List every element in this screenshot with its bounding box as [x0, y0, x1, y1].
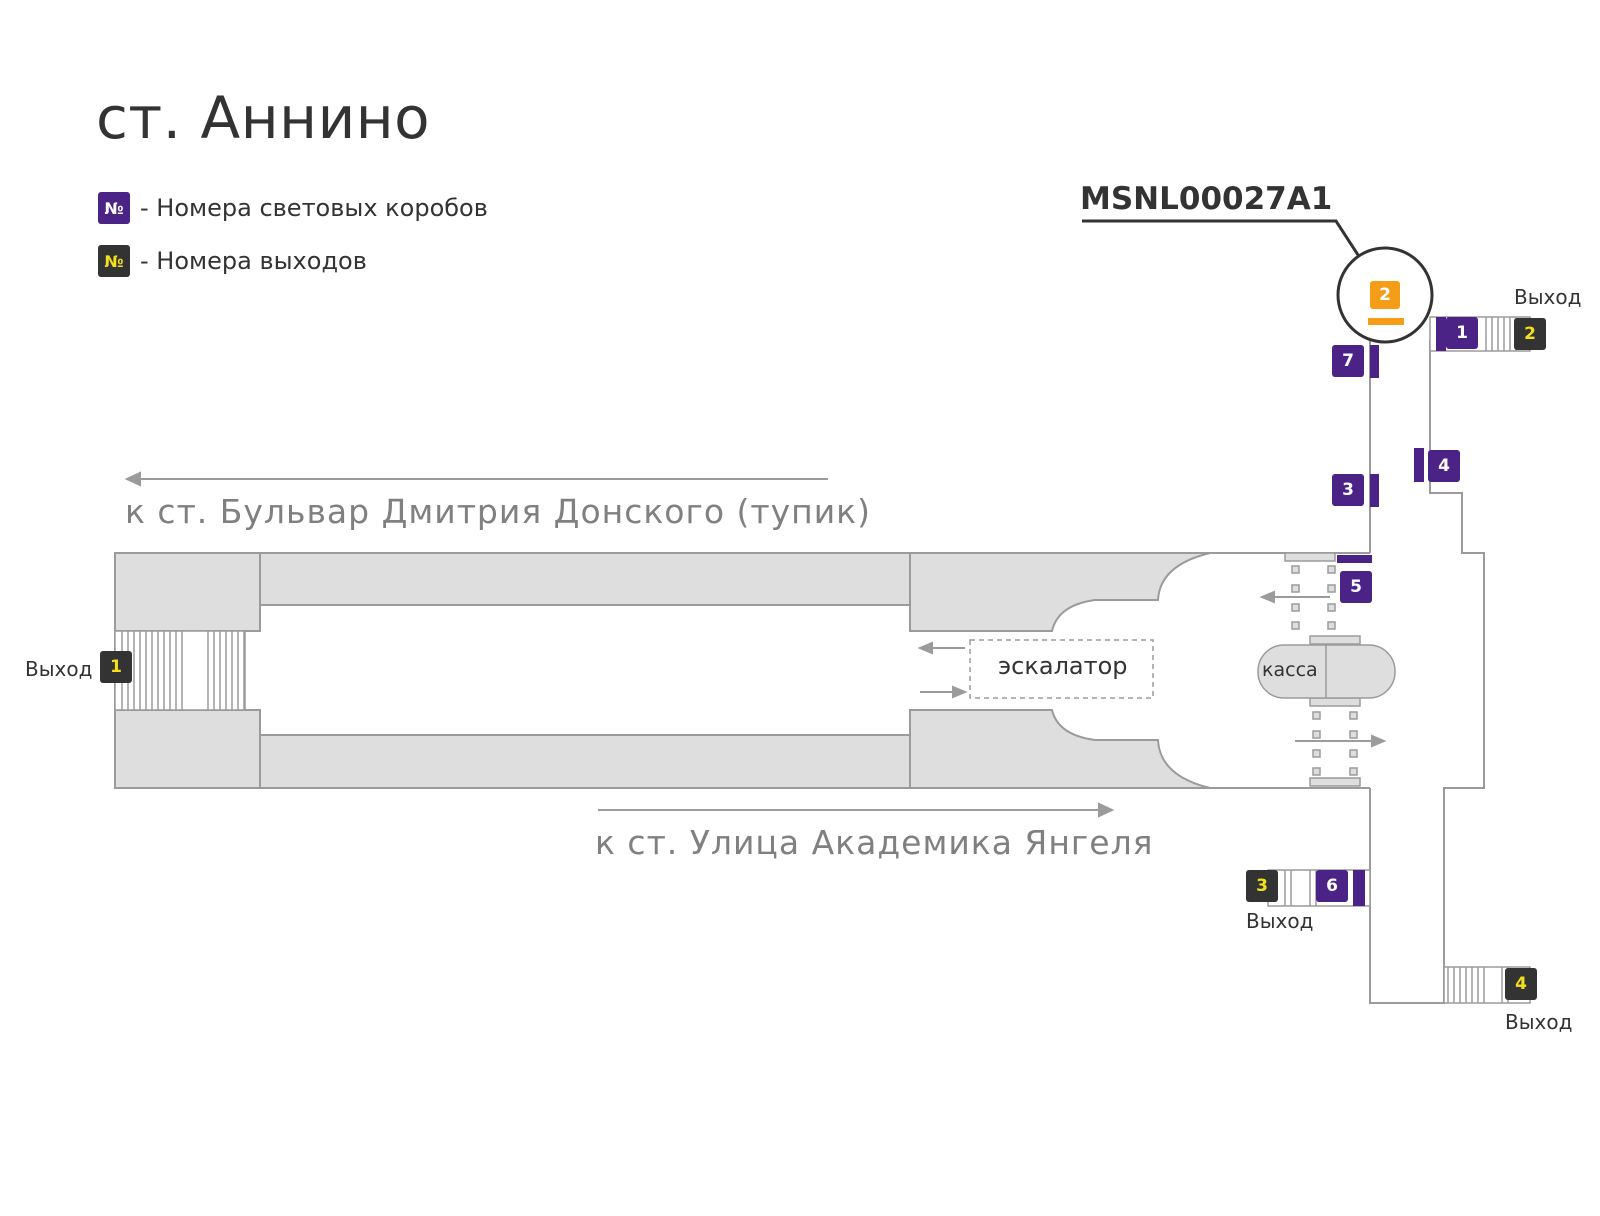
legend-exit: № - Номера выходов: [98, 245, 367, 277]
escalator-arrows: [917, 641, 968, 699]
lightbox-7[interactable]: 7: [1332, 345, 1364, 377]
legend-exit-label: - Номера выходов: [140, 247, 367, 275]
platform-strip-top: [259, 552, 911, 606]
lightbox-6[interactable]: 6: [1316, 870, 1348, 902]
escalator-box: [969, 639, 1154, 699]
platform-block-left-top: [114, 552, 261, 632]
lightbox-1[interactable]: 1: [1446, 317, 1478, 349]
stairs-exit-1: [114, 630, 246, 711]
page-title: ст. Аннино: [96, 84, 431, 152]
legend-lightbox: № - Номера световых коробов: [98, 192, 488, 224]
escalator-label: эскалатор: [998, 652, 1128, 680]
direction-arrows: [124, 471, 1115, 818]
exit-2-label: Выход: [1514, 285, 1582, 309]
exit-4-label: Выход: [1505, 1010, 1573, 1034]
direction-left: к ст. Бульвар Дмитрия Донского (тупик): [125, 492, 871, 531]
highlight-code: MSNL00027A1: [1080, 181, 1333, 217]
flow-arrows: [1259, 590, 1387, 748]
callout-leader: [1082, 219, 1362, 259]
highlight-bar: [1368, 318, 1404, 325]
lightbox-4[interactable]: 4: [1428, 450, 1460, 482]
platform-end-top: [909, 552, 1211, 632]
platform-strip-bottom: [259, 734, 911, 789]
exit-3-number[interactable]: 3: [1246, 870, 1278, 902]
legend-lightbox-swatch: №: [98, 192, 130, 224]
turnstiles: [1284, 552, 1361, 787]
lightbox-5[interactable]: 5: [1340, 571, 1372, 603]
exit-1-number[interactable]: 1: [100, 651, 132, 683]
legend-lightbox-label: - Номера световых коробов: [140, 194, 488, 222]
legend-exit-swatch: №: [98, 245, 130, 277]
ticket-office-label: касса: [1262, 659, 1318, 681]
exit-2-number[interactable]: 2: [1514, 318, 1546, 350]
highlight-lightbox[interactable]: 2: [1370, 281, 1400, 309]
lightbox-bars: [1337, 317, 1446, 906]
exit-1-label: Выход: [25, 657, 93, 681]
exit-3-label: Выход: [1246, 909, 1314, 933]
lightbox-3[interactable]: 3: [1332, 474, 1364, 506]
exit-4-number[interactable]: 4: [1505, 968, 1537, 1000]
direction-right: к ст. Улица Академика Янгеля: [595, 823, 1154, 862]
platform-end-bottom: [909, 709, 1211, 789]
platform-block-left-bottom: [114, 709, 261, 789]
